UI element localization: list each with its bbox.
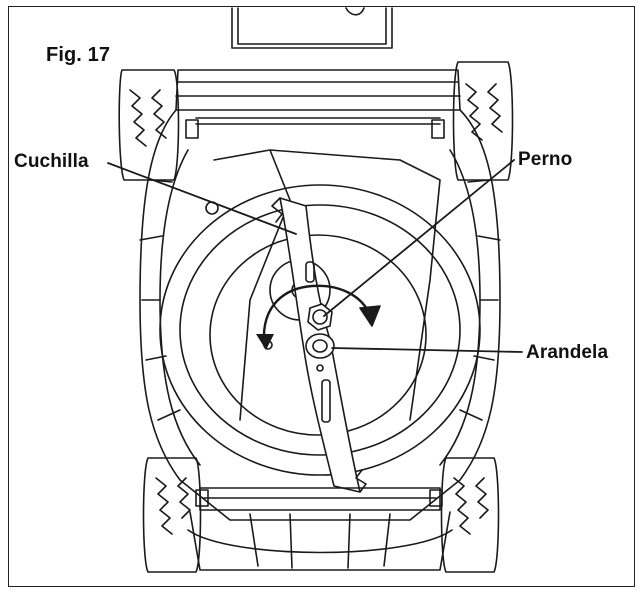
bolt-label: Perno xyxy=(518,149,573,170)
washer xyxy=(305,333,335,359)
front-right-wheel xyxy=(440,457,500,573)
blade-housing xyxy=(159,184,481,476)
blade-leader-line xyxy=(107,162,297,235)
leader-lines xyxy=(107,159,523,353)
bolt xyxy=(307,303,333,331)
front-left-wheel xyxy=(142,457,202,573)
blade-label: Cuchilla xyxy=(14,151,89,172)
front-deck xyxy=(187,487,453,571)
rear-deck xyxy=(175,69,461,139)
bolt-leader-line xyxy=(323,159,515,317)
mower-deck xyxy=(139,109,501,521)
rear-left-wheel xyxy=(118,69,180,181)
washer-label: Arandela xyxy=(526,342,609,363)
handle xyxy=(231,7,393,49)
figure-title: Fig. 17 xyxy=(46,44,111,66)
rotation-arrow xyxy=(256,284,381,350)
rear-right-wheel xyxy=(452,61,514,181)
figure-frame xyxy=(8,6,635,587)
washer-leader-line xyxy=(331,347,523,353)
